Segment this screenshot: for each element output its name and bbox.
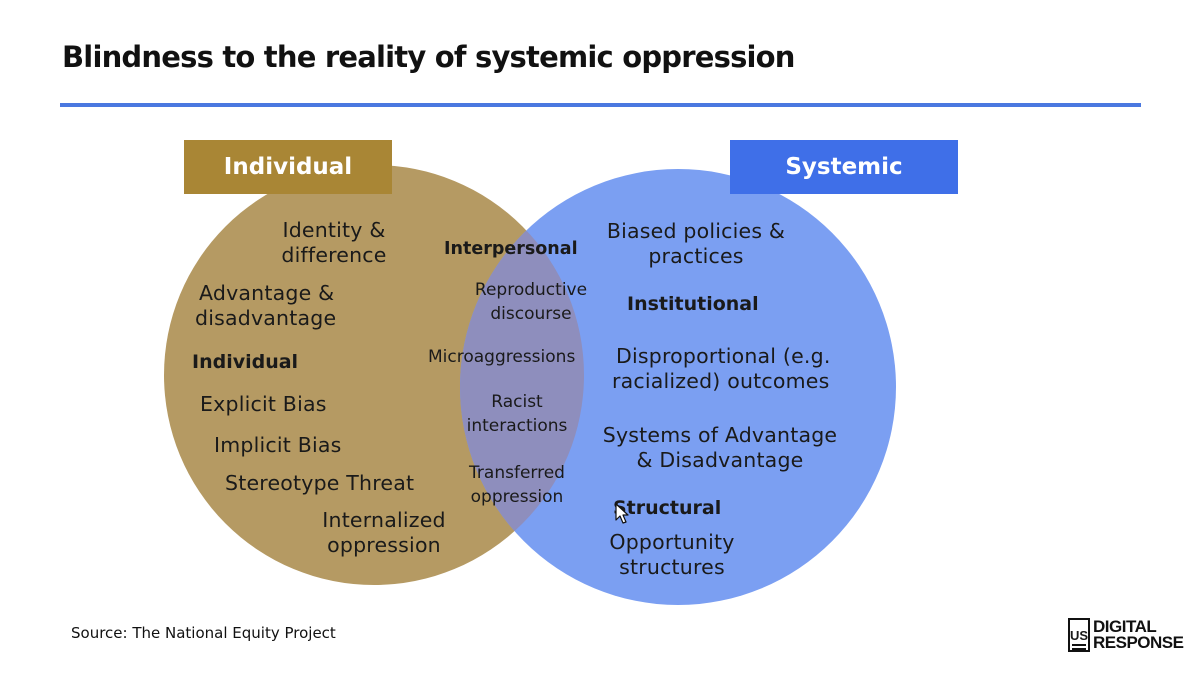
individual-header: Individual [184, 140, 392, 194]
internalized-oppression-item: Internalized oppression [322, 508, 446, 557]
source-citation: Source: The National Equity Project [71, 624, 336, 642]
systemic-header: Systemic [730, 140, 958, 194]
opportunity-structures-item: Opportunity structures [609, 530, 735, 579]
racist-interactions-item: Racist interactions [466, 392, 568, 436]
logo-wordmark: DIGITAL RESPONSE [1093, 617, 1184, 652]
mouse-pointer-icon [615, 503, 629, 524]
disproportional-outcomes-item: Disproportional (e.g. racialized) outcom… [612, 344, 831, 393]
stereotype-threat-item: Stereotype Threat [225, 471, 415, 495]
systems-advantage-item: Systems of Advantage & Disadvantage [602, 423, 838, 472]
explicit-bias-item: Explicit Bias [200, 392, 327, 416]
individual-section-label: Individual [192, 351, 299, 373]
structural-label: Structural [613, 497, 722, 519]
institutional-label: Institutional [627, 293, 759, 315]
implicit-bias-item: Implicit Bias [214, 433, 342, 457]
reproductive-discourse-item: Reproductive discourse [474, 280, 588, 324]
individual-circle [164, 165, 584, 585]
identity-difference-item: Identity & difference [281, 218, 387, 267]
transferred-oppression-item: Transferred oppression [469, 463, 565, 507]
systemic-circle [460, 169, 896, 605]
interpersonal-label: Interpersonal [444, 239, 578, 259]
advantage-disadvantage-item: Advantage & disadvantage [195, 281, 337, 330]
logo-mark: US [1068, 618, 1090, 652]
title-divider [60, 103, 1141, 107]
slide-title: Blindness to the reality of systemic opp… [62, 40, 795, 74]
microaggressions-item: Microaggressions [428, 347, 576, 367]
biased-policies-item: Biased policies & practices [606, 219, 786, 268]
us-digital-response-logo: US DIGITAL RESPONSE [1068, 617, 1184, 653]
